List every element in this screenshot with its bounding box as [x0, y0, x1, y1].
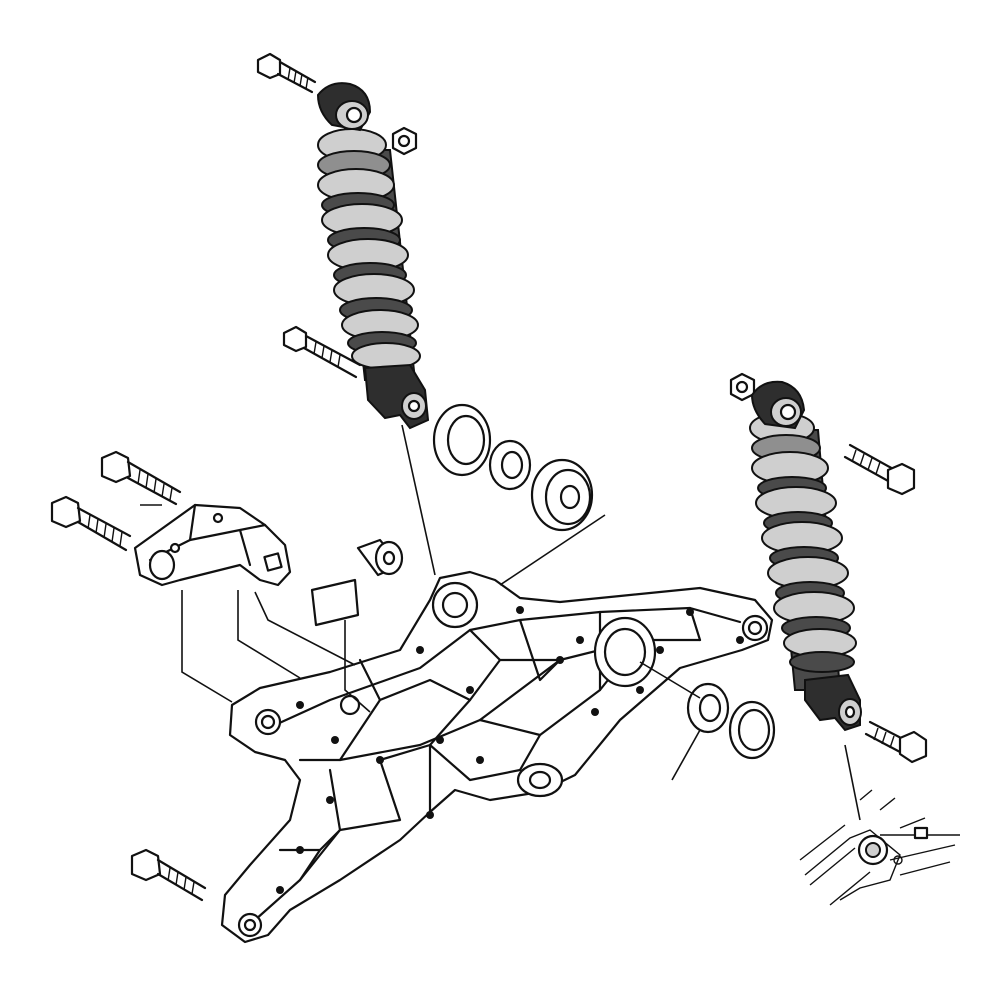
label-plate [310, 578, 360, 627]
collar-ring [488, 439, 532, 491]
swingarm-bracket [220, 570, 774, 944]
seal-ring-1 [432, 403, 492, 477]
frame-detail [799, 789, 960, 906]
bolt-bottom-left [130, 848, 207, 902]
bearing-1 [530, 458, 594, 532]
shock-absorber-left [316, 82, 430, 430]
bolt-mount-1 [100, 450, 182, 506]
nut-right [729, 372, 756, 402]
bolt-mount-2 [50, 495, 132, 552]
collar-ring-2 [686, 682, 730, 734]
rubber-bushing [356, 538, 404, 577]
leader-lines [140, 424, 861, 821]
nut-top [391, 126, 418, 156]
shock-absorber-right [749, 380, 862, 732]
bolt-right-bottom [864, 720, 928, 764]
coil-spring-right [749, 412, 857, 673]
coil-spring-left [317, 128, 421, 370]
bolt-right-top [843, 443, 916, 496]
bolt-mid-left [282, 325, 362, 379]
mount-plate [133, 503, 292, 587]
seal-ring-2 [728, 700, 776, 760]
bolt-top-left [256, 52, 317, 94]
rivet-dots [276, 606, 744, 894]
